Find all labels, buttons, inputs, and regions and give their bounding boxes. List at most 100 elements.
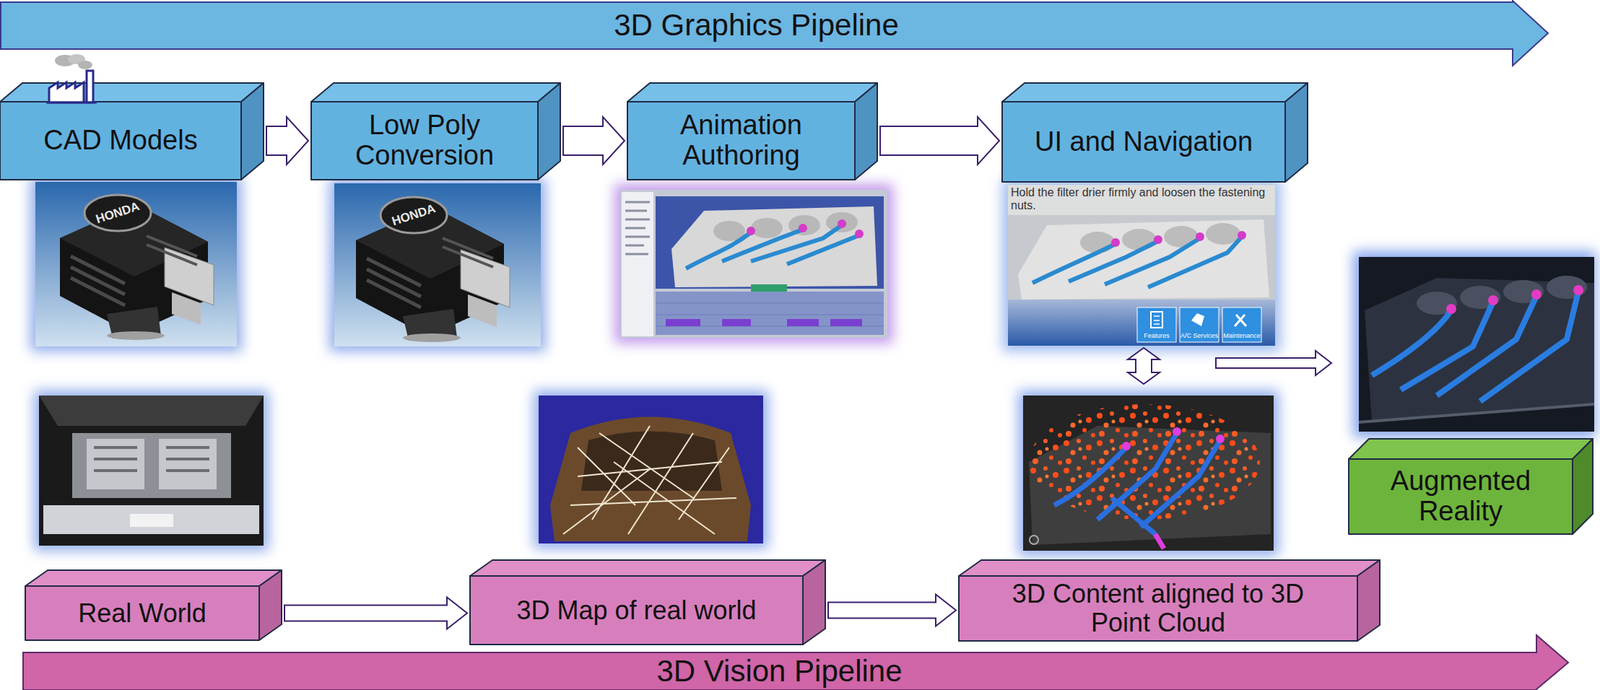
augmented-reality-photo bbox=[1358, 404, 1595, 423]
box-label: Animation Authoring bbox=[627, 110, 855, 172]
box-face bbox=[470, 560, 826, 577]
box-label: Augmented Reality bbox=[1348, 466, 1573, 528]
factory-icon bbox=[86, 70, 94, 103]
pipeline-label: 3D Vision Pipeline bbox=[22, 652, 1537, 690]
cad-render bbox=[35, 181, 237, 347]
ui-screenshot bbox=[1153, 235, 1163, 245]
augmented-reality-photo bbox=[1353, 251, 1596, 438]
augmented-reality-photo bbox=[1416, 291, 1458, 315]
real-world-photo bbox=[33, 390, 269, 551]
process-box: UI and Navigation bbox=[1002, 101, 1286, 182]
augmented-reality-photo bbox=[1488, 295, 1499, 306]
box-face bbox=[241, 83, 264, 180]
arrow-body bbox=[23, 635, 1569, 690]
ui-screenshot bbox=[1080, 231, 1115, 254]
ui-screenshot bbox=[1150, 311, 1163, 328]
augmented-reality-photo bbox=[1364, 277, 1595, 423]
box-label: UI and Navigation bbox=[1028, 127, 1259, 158]
3d-map-render bbox=[581, 431, 723, 492]
factory-icon bbox=[77, 60, 93, 70]
real-world-photo bbox=[43, 505, 260, 535]
point-cloud-render bbox=[1122, 441, 1131, 451]
authoring-screenshot bbox=[746, 226, 756, 236]
box-face bbox=[1285, 83, 1308, 182]
button-label: A/C Services bbox=[1180, 332, 1219, 340]
ui-screenshot bbox=[1191, 313, 1205, 327]
authoring-screenshot bbox=[722, 319, 751, 327]
box-face bbox=[25, 586, 260, 641]
flow-arrow bbox=[563, 116, 625, 165]
ui-screenshot bbox=[1137, 307, 1177, 343]
point-cloud-render bbox=[1215, 434, 1225, 444]
box-face bbox=[958, 560, 1380, 577]
box-face bbox=[958, 576, 1358, 642]
flow-arrow bbox=[1215, 350, 1332, 376]
box-face bbox=[1002, 83, 1308, 102]
point-cloud-render bbox=[1172, 427, 1182, 437]
pipeline-label: 3D Graphics Pipeline bbox=[0, 2, 1513, 50]
ui-screenshot bbox=[1195, 232, 1205, 242]
ui-screenshot bbox=[1222, 307, 1262, 343]
augmented-reality-photo bbox=[1358, 257, 1595, 432]
ui-screenshot bbox=[1002, 179, 1281, 352]
button-label: Maintenance bbox=[1223, 332, 1261, 340]
augmented-reality-photo bbox=[1531, 289, 1542, 300]
box-face bbox=[311, 83, 561, 102]
process-box: 3D Map of real world bbox=[470, 576, 803, 645]
cad-render bbox=[59, 194, 214, 341]
authoring-screenshot bbox=[798, 223, 808, 233]
box-face bbox=[627, 101, 855, 180]
augmented-reality-photo bbox=[1371, 291, 1579, 402]
factory-icon bbox=[49, 82, 84, 103]
ui-screenshot bbox=[1018, 219, 1270, 300]
authoring-screenshot bbox=[750, 218, 783, 239]
process-box: Low Poly Conversion bbox=[311, 101, 538, 180]
box-label: CAD Models bbox=[37, 125, 203, 156]
authoring-screenshot bbox=[854, 229, 864, 239]
authoring-screenshot bbox=[655, 196, 884, 289]
ui-screenshot bbox=[1153, 316, 1160, 325]
box-face bbox=[259, 570, 282, 641]
3d-map-render bbox=[563, 425, 737, 535]
augmented-reality-photo bbox=[1353, 251, 1596, 438]
ui-screenshot bbox=[1002, 179, 1281, 352]
ui-screenshot bbox=[1007, 184, 1276, 346]
instruction-text: Hold the filter drier firmly and loosen … bbox=[1010, 186, 1273, 213]
process-box: CAD Models bbox=[0, 101, 242, 180]
flow-arrow bbox=[1127, 348, 1160, 385]
low-poly-render bbox=[355, 197, 510, 343]
authoring-screenshot bbox=[830, 319, 863, 327]
low-poly-render bbox=[334, 183, 541, 347]
arrow-body bbox=[0, 0, 1549, 66]
authoring-screenshot bbox=[825, 212, 858, 233]
authoring-screenshot bbox=[685, 225, 860, 269]
authoring-screenshot bbox=[614, 184, 894, 344]
authoring-screenshot bbox=[620, 189, 888, 338]
box-label: 3D Map of real world bbox=[510, 596, 762, 626]
flow-arrow bbox=[266, 116, 309, 165]
flow-arrow bbox=[284, 597, 468, 630]
box-face bbox=[854, 83, 878, 180]
authoring-screenshot bbox=[614, 184, 894, 344]
point-cloud-render bbox=[1023, 395, 1274, 551]
box-label: 3D Content aligned to 3D Point Cloud bbox=[958, 579, 1358, 637]
cad-render bbox=[30, 176, 242, 352]
real-world-photo bbox=[38, 395, 264, 546]
box-label: Real World bbox=[72, 599, 212, 629]
factory-icon bbox=[46, 101, 97, 104]
point-cloud-render bbox=[1029, 535, 1039, 545]
process-box: 3D Content aligned to 3D Point Cloud bbox=[958, 576, 1358, 642]
flow-arrow bbox=[880, 116, 1000, 165]
ui-screenshot bbox=[1111, 238, 1120, 247]
box-face bbox=[1002, 101, 1286, 182]
box-face bbox=[470, 576, 803, 645]
box-face bbox=[1572, 438, 1593, 535]
box-face bbox=[0, 83, 264, 102]
authoring-screenshot bbox=[837, 219, 847, 229]
authoring-screenshot bbox=[625, 202, 650, 255]
box-face bbox=[1348, 459, 1573, 535]
flow-arrow bbox=[828, 594, 956, 627]
authoring-screenshot bbox=[655, 303, 884, 327]
